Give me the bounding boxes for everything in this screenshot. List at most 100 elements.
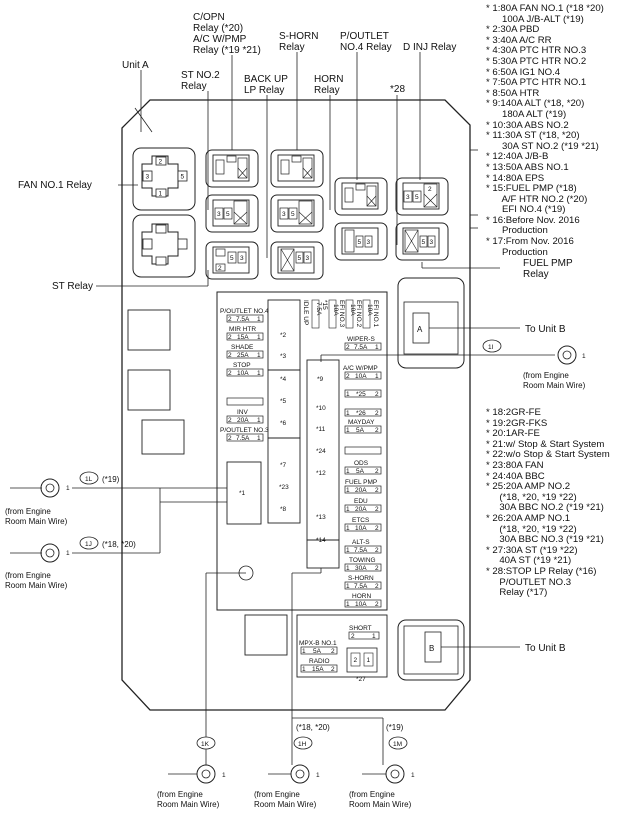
- svg-text:1: 1: [257, 334, 261, 341]
- relay-28: 5 3: [334, 222, 388, 261]
- legend-line: * 14:80A EPS: [486, 172, 545, 184]
- fuse-s23: *23: [279, 484, 289, 491]
- fuse-s3: *3: [280, 353, 287, 360]
- fuse-s27: *27: [356, 676, 366, 683]
- legend-line: * 11:30A ST (*18, *20): [486, 130, 580, 142]
- fuse-mpxb-rating: 5A: [313, 648, 322, 655]
- legend-line: * 28:STOP LP Relay (*16): [486, 565, 597, 577]
- acwpmp-relay-label: Relay (*19 *21): [193, 45, 261, 56]
- svg-text:2: 2: [351, 633, 355, 640]
- legend-top: * 1:80A FAN NO.1 (*18 *20) 100A J/B-ALT …: [486, 3, 604, 258]
- connector-1j-pin: 1: [66, 550, 70, 557]
- svg-text:1: 1: [159, 191, 163, 198]
- relay-poutlet4: [334, 177, 388, 216]
- fuse-poutlet4-rating: 7.5A: [236, 316, 250, 323]
- svg-text:EFI NO.3: EFI NO.3: [338, 300, 345, 327]
- legend-line: EFI NO.4 (*19): [486, 204, 566, 216]
- connector-1h-from: (from Engine: [254, 790, 300, 799]
- connector-1k-tag: 1K: [201, 741, 210, 748]
- connector-1l-note: (*19): [102, 475, 120, 484]
- connector-1h-pin: 1: [316, 772, 320, 779]
- legend-line: A/F HTR NO.2 (*20): [486, 193, 588, 205]
- svg-text:3: 3: [146, 174, 150, 181]
- svg-text:2: 2: [375, 547, 379, 554]
- connector-1i-tag: 1I: [488, 344, 494, 351]
- svg-text:5: 5: [226, 211, 230, 218]
- fuse-ods-rating: 5A: [356, 468, 365, 475]
- fuse-inv-label: INV: [237, 409, 249, 416]
- relay-horn: 3 5: [270, 194, 324, 233]
- svg-text:5: 5: [422, 239, 426, 246]
- legend-line: 180A ALT (*19): [486, 108, 567, 120]
- legend-line: * 23:80A FAN: [486, 459, 544, 471]
- legend-line: * 3:40A A/C RR: [486, 34, 552, 46]
- legend-line: * 18:2GR-FE: [486, 407, 541, 418]
- legend-line: * 4:30A PTC HTR NO.3: [486, 45, 587, 57]
- legend-line: * 17:From Nov. 2016: [486, 236, 574, 248]
- svg-text:2: 2: [354, 657, 358, 664]
- fan1-relay-socket: [132, 147, 196, 211]
- connector-1l-wire: Room Main Wire): [5, 517, 68, 526]
- legend-line: * 2:30A PBD: [486, 24, 540, 36]
- svg-text:2: 2: [428, 186, 432, 193]
- connector-1j-tag: 1J: [85, 541, 92, 548]
- fuse-ods-label: ODS: [354, 460, 369, 467]
- svg-text:2: 2: [228, 316, 232, 323]
- copn-label: C/OPN: [193, 12, 225, 23]
- svg-text:3: 3: [240, 255, 244, 262]
- vertical-fuse-labels: IDLE UP 7.5A *15 10A EFI NO.3 10A EFI NO…: [302, 299, 379, 329]
- svg-text:2: 2: [375, 427, 379, 434]
- legend-line: * 7:50A PTC HTR NO.1: [486, 77, 587, 89]
- relay-stno2: 3 5: [205, 194, 259, 233]
- block-a-label: A: [417, 325, 423, 334]
- poutlet4-label: P/OUTLET: [340, 31, 389, 42]
- svg-text:2: 2: [375, 391, 379, 398]
- svg-text:2: 2: [331, 666, 335, 673]
- svg-text:1: 1: [375, 373, 379, 380]
- fuse-mirhtr-label: MIR HTR: [229, 326, 256, 333]
- fuse-s12: *12: [316, 470, 326, 477]
- svg-text:1: 1: [346, 583, 350, 590]
- relay-st: 5 3 2: [205, 241, 259, 280]
- legend-line: * 12:40A J/B-B: [486, 151, 549, 163]
- fuse-wipers-rating: 7.5A: [354, 344, 368, 351]
- fuse-poutlet3-label: P/OUTLET NO.3: [220, 427, 269, 434]
- legend-line: * 26:20A AMP NO.1: [486, 512, 571, 524]
- connector-1i-from: (from Engine: [523, 371, 569, 380]
- fuse-shorn-rating: 7.5A: [354, 583, 368, 590]
- svg-text:2: 2: [346, 373, 350, 380]
- svg-text:1: 1: [346, 565, 350, 572]
- svg-text:1: 1: [375, 344, 379, 351]
- connector-1h-tag: 1H: [298, 741, 307, 748]
- connector-1l-pin: 1: [66, 485, 70, 492]
- fuse-s5: *5: [280, 398, 287, 405]
- connector-1i-wire: Room Main Wire): [523, 381, 586, 390]
- fuelpmp-relay-label: FUEL PMP: [523, 258, 573, 269]
- fuse-s11: *11: [316, 426, 326, 433]
- svg-text:1: 1: [257, 370, 261, 377]
- fuse-mpxb-label: MPX-B NO.1: [299, 640, 337, 647]
- connector-1m-from: (from Engine: [349, 790, 395, 799]
- fuse-edu-rating: 20A: [355, 506, 367, 513]
- horn-relay-label: Relay: [314, 85, 340, 96]
- svg-text:1: 1: [257, 417, 261, 424]
- svg-text:2: 2: [228, 334, 232, 341]
- fuse-s10: *10: [316, 405, 326, 412]
- connector-1k-pin: 1: [222, 772, 226, 779]
- connector-1m-wire: Room Main Wire): [349, 800, 412, 809]
- svg-text:3: 3: [406, 194, 410, 201]
- svg-text:2: 2: [375, 601, 379, 608]
- svg-text:5: 5: [291, 211, 295, 218]
- svg-text:2: 2: [346, 344, 350, 351]
- stno2-relay-label: Relay: [181, 81, 207, 92]
- bottom-note-19: (*19): [386, 723, 404, 732]
- to-unit-b-label-2: To Unit B: [525, 643, 566, 654]
- connector-1j-from: (from Engine: [5, 571, 51, 580]
- fuse-s4: *4: [280, 376, 287, 383]
- legend-line: * 10:30A ABS NO.2: [486, 119, 569, 131]
- fuse-edu-label: EDU: [354, 498, 368, 505]
- legend-line: Production: [486, 225, 548, 237]
- svg-text:2: 2: [228, 435, 232, 442]
- svg-text:IDLE UP: IDLE UP: [302, 300, 309, 325]
- svg-text:1: 1: [257, 316, 261, 323]
